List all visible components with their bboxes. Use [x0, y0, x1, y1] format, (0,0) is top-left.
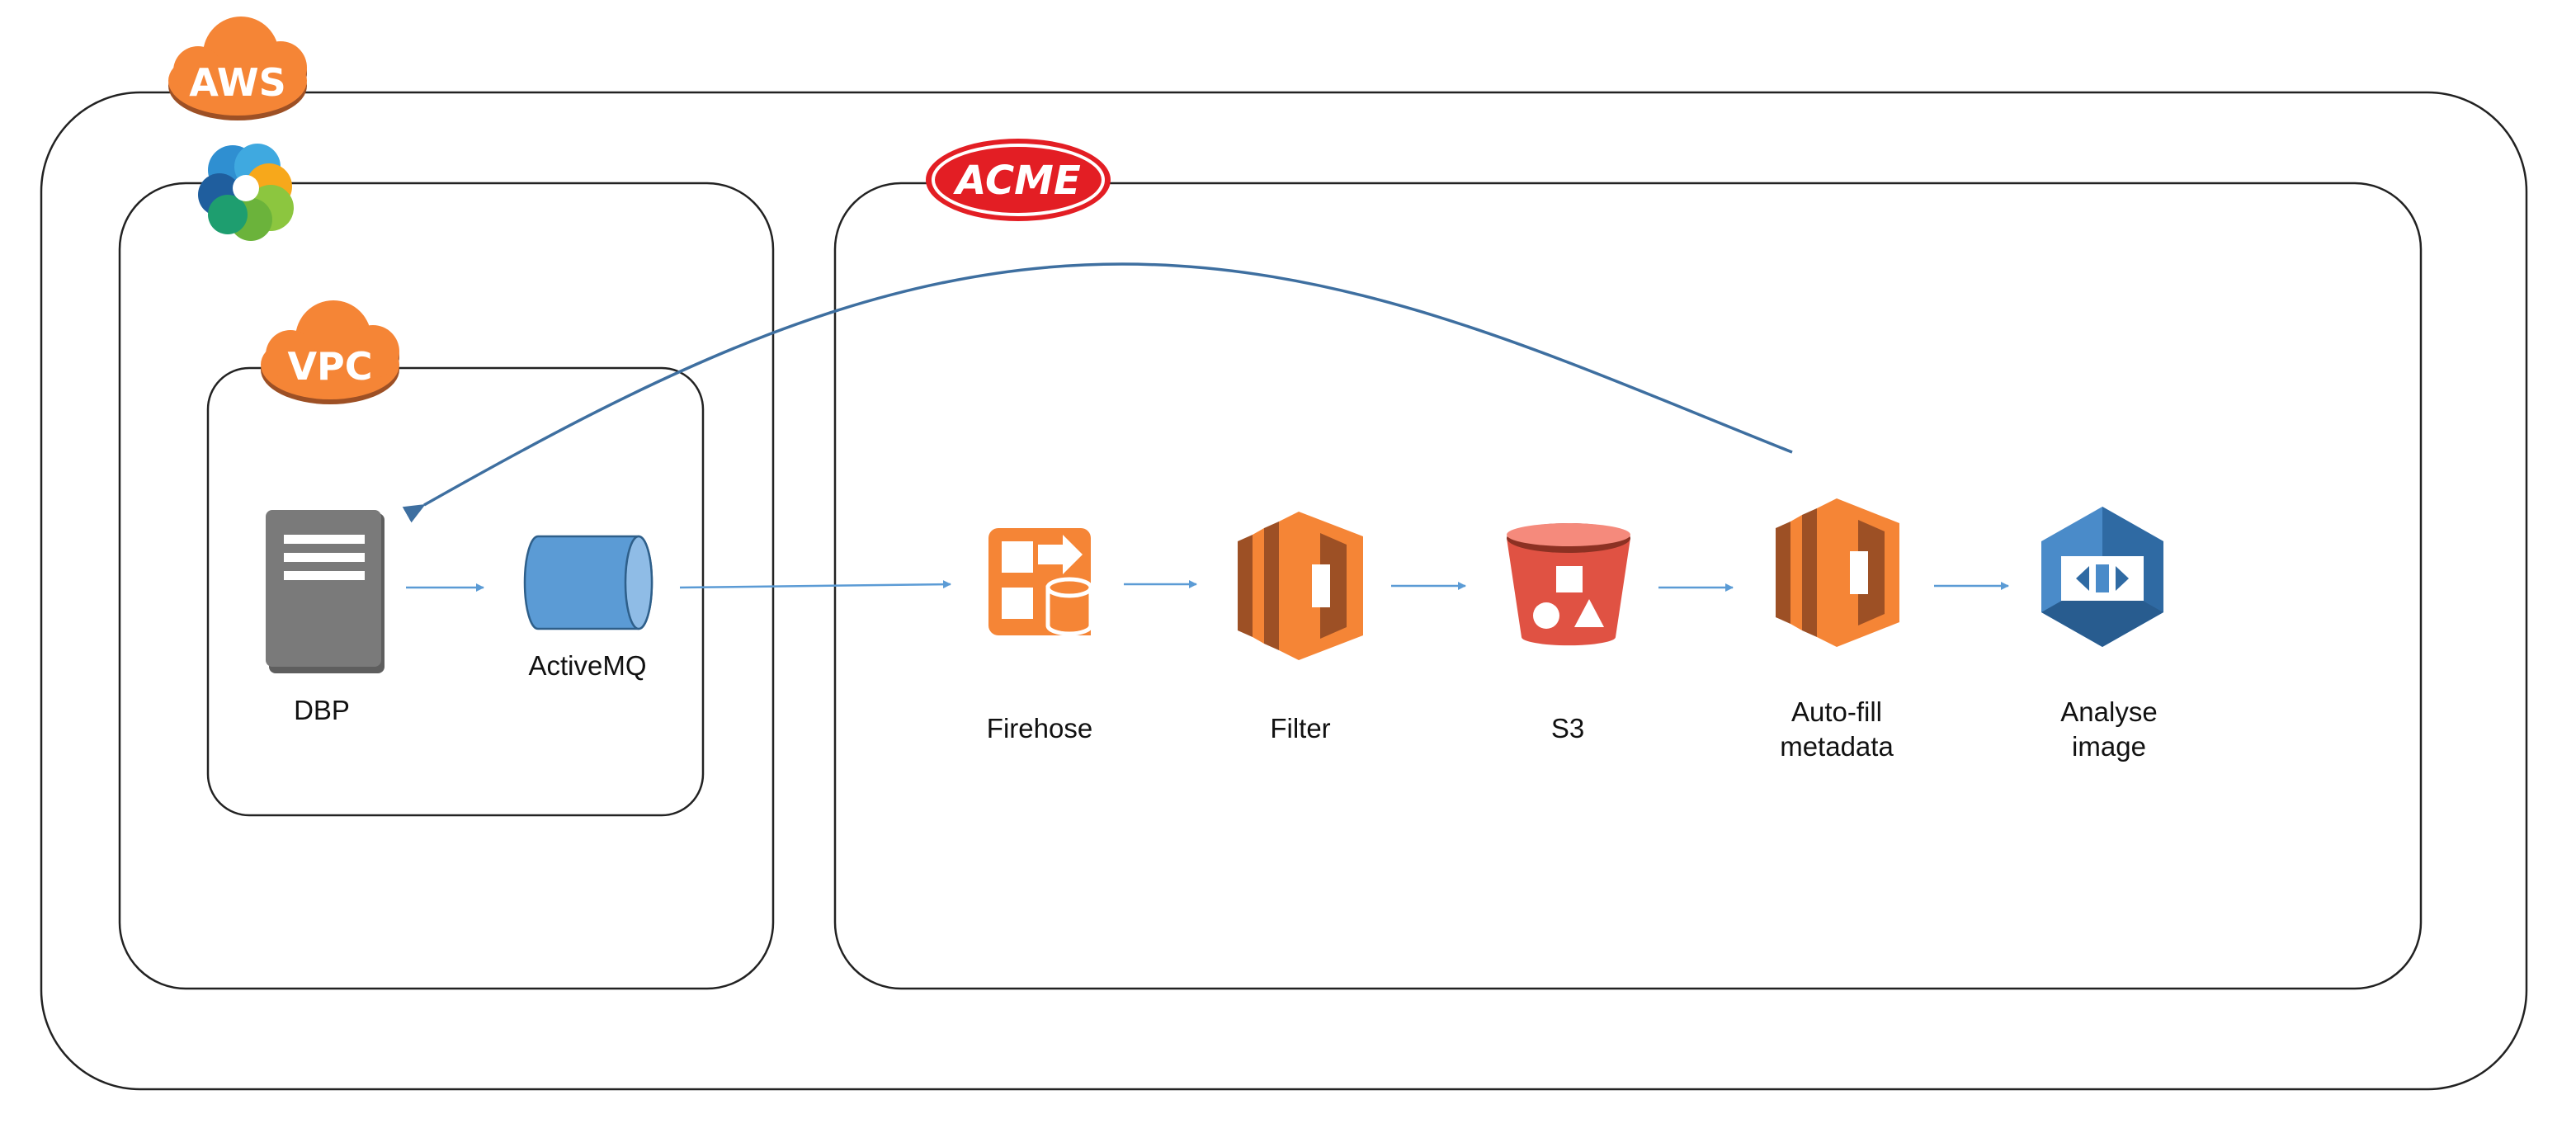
vpc-badge-label: VPC [287, 344, 372, 389]
aws-badge-label: AWS [189, 60, 285, 105]
filter-label: Filter [1270, 713, 1330, 743]
s3-bucket-icon [1507, 523, 1630, 646]
acme-badge-label: ACME [952, 158, 1081, 204]
arrow-activemq-to-firehose [679, 580, 951, 589]
return-arrow-autofill-to-dbp [402, 262, 1793, 523]
rekognition-icon [2041, 507, 2163, 647]
filter-node: Filter [1238, 512, 1363, 743]
autofill-node: Auto-fill metadata [1776, 498, 1899, 762]
s3-node: S3 [1507, 523, 1630, 743]
s3-label: S3 [1551, 713, 1584, 743]
acme-logo-badge: ACME [926, 139, 1111, 221]
firehose-label: Firehose [987, 713, 1092, 743]
dbp-node: DBP [266, 510, 385, 725]
alfresco-container [118, 182, 775, 990]
autofill-label-line2: metadata [1780, 731, 1894, 762]
cloud-icon [261, 300, 399, 404]
server-icon [266, 510, 385, 673]
analyse-label-line2: image [2072, 731, 2146, 762]
queue-cylinder-icon [523, 535, 653, 630]
firehose-node: Firehose [987, 528, 1093, 743]
aws-container [40, 91, 2528, 1091]
cloud-icon [168, 17, 307, 120]
kinesis-firehose-icon [988, 528, 1093, 636]
aws-cloud-badge: AWS [168, 17, 307, 120]
activemq-label: ActiveMQ [528, 650, 646, 681]
lambda-icon [1776, 498, 1899, 647]
vpc-container [206, 366, 705, 817]
activemq-node: ActiveMQ [523, 535, 653, 681]
lambda-icon [1238, 512, 1363, 660]
analyse-node: Analyse image [2041, 507, 2163, 762]
dbp-label: DBP [294, 695, 350, 725]
analyse-label-line1: Analyse [2060, 696, 2157, 727]
alfresco-flower-logo [198, 144, 294, 241]
vpc-cloud-badge: VPC [261, 300, 399, 404]
autofill-label-line1: Auto-fill [1791, 696, 1882, 727]
